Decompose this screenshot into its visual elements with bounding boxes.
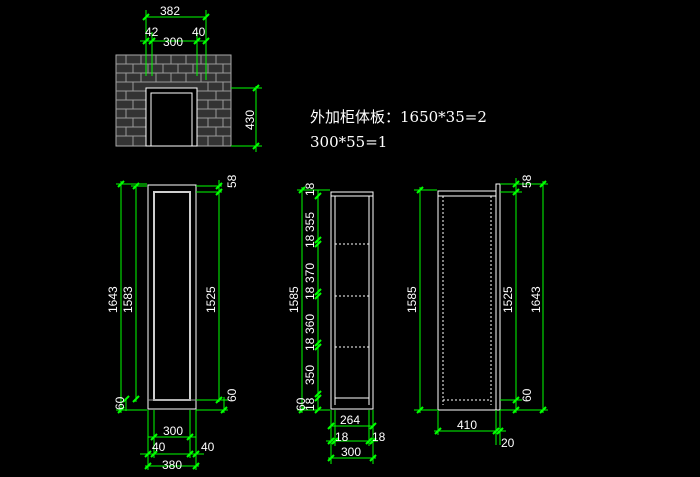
side-dim-left-height: 1585 [405, 286, 419, 313]
front-dim-bottom-left: 60 [113, 396, 127, 410]
front-dimension-lines [116, 180, 228, 470]
section-dim-shelf: 370 [303, 263, 317, 283]
plan-dim-left: 42 [145, 25, 159, 39]
front-dim-top-right: 58 [225, 174, 239, 188]
plan-dim-height: 430 [243, 110, 257, 130]
plan-view: 382 42 300 40 430 [115, 4, 262, 152]
side-dim-top: 58 [520, 174, 534, 188]
note-block: 外加柜体板：1650*35=2 300*55=1 [310, 108, 487, 151]
side-dimension-lines [414, 178, 548, 445]
section-dim-shelf: 18 [303, 286, 317, 300]
front-dim-frame-height: 1583 [121, 286, 135, 313]
front-dim-bottom-right: 60 [225, 388, 239, 402]
plan-niche [145, 87, 198, 147]
plan-dim-total: 382 [160, 4, 180, 18]
section-outer [330, 191, 374, 410]
section-dim-shelf: 18 [303, 234, 317, 248]
plan-dimension-lines [140, 10, 262, 152]
section-dimension-lines [297, 186, 378, 464]
section-dim-side-right: 18 [372, 430, 386, 444]
side-view: 1585 58 1525 1643 60 410 20 [405, 174, 548, 450]
section-dim-shelf: 18 [303, 337, 317, 351]
front-dim-inner-width: 300 [163, 424, 183, 438]
side-dim-back: 20 [501, 436, 515, 450]
side-dim-middle: 1525 [501, 286, 515, 313]
side-outer [437, 190, 497, 411]
side-back-panel [495, 183, 501, 411]
plan-dim-right: 40 [192, 25, 206, 39]
front-dim-opening-height: 1525 [204, 286, 218, 313]
front-frame-outer [147, 184, 197, 410]
front-dim-stile-right: 40 [201, 440, 215, 454]
section-view: 1585 18 355 18 370 18 360 18 350 18 60 2… [287, 182, 386, 464]
section-dim-shelf: 60 [294, 397, 308, 411]
section-dim-shelf: 350 [303, 365, 317, 385]
plan-niche-inner [150, 92, 193, 147]
note-line-1: 外加柜体板：1650*35=2 [310, 108, 487, 126]
section-dim-total-height: 1585 [287, 286, 301, 313]
front-dim-total-height: 1643 [106, 286, 120, 313]
section-dim-shelf: 355 [303, 212, 317, 232]
section-dim-depth: 264 [340, 413, 360, 427]
front-dim-stile-left: 40 [152, 440, 166, 454]
section-dim-shelf: 18 [303, 182, 317, 196]
note-line-2: 300*55=1 [310, 133, 387, 151]
side-dim-depth: 410 [457, 418, 477, 432]
section-dim-side-left: 18 [335, 430, 349, 444]
front-frame-inner [153, 191, 191, 401]
section-dim-shelf: 18 [303, 397, 317, 411]
section-dim-outer-width: 300 [341, 445, 361, 459]
front-dim-total-width: 380 [162, 458, 182, 472]
front-view: 1643 1583 60 58 1525 60 300 40 40 380 [106, 174, 239, 472]
side-dim-bottom: 60 [520, 388, 534, 402]
plan-dim-inner: 300 [163, 35, 183, 49]
section-dim-shelf: 360 [303, 314, 317, 334]
side-dim-total-height: 1643 [529, 286, 543, 313]
